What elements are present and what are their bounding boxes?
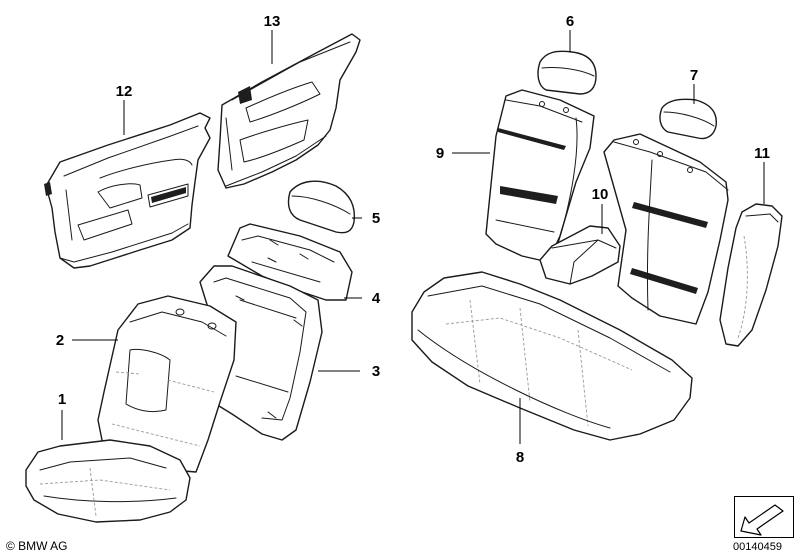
callout-5: 5 xyxy=(372,210,380,227)
rear-headrest-right xyxy=(659,98,717,140)
callout-1: 1 xyxy=(58,391,66,408)
callout-11: 11 xyxy=(754,145,770,162)
side-bolster xyxy=(719,203,783,347)
callout-9: 9 xyxy=(436,145,444,162)
rear-backrest-right xyxy=(603,133,729,325)
door-trim-rear xyxy=(217,33,361,189)
callout-labels: 1 2 3 4 5 6 7 8 9 10 11 12 13 xyxy=(56,13,770,466)
callout-2: 2 xyxy=(56,332,64,349)
drawing-number: 00140459 xyxy=(733,541,782,553)
copyright-notice: © BMW AG xyxy=(6,539,68,553)
rear-headrest-left xyxy=(537,50,597,95)
backrest-frame xyxy=(199,265,323,441)
rear-backrest-left xyxy=(485,89,595,263)
callout-7: 7 xyxy=(690,67,698,84)
direction-arrow-icon xyxy=(740,504,784,536)
rear-armrest xyxy=(539,225,621,285)
orientation-box xyxy=(734,496,794,538)
callout-12: 12 xyxy=(116,83,133,100)
leader-lines xyxy=(61,30,765,444)
rear-bench-cushion xyxy=(411,271,693,441)
door-trim-front xyxy=(44,112,211,269)
front-headrest xyxy=(287,180,356,234)
callout-8: 8 xyxy=(516,449,524,466)
callout-10: 10 xyxy=(592,186,609,203)
callout-4: 4 xyxy=(372,290,381,307)
callout-13: 13 xyxy=(264,13,281,30)
callout-3: 3 xyxy=(372,363,380,380)
front-seat-cushion xyxy=(25,439,191,523)
callout-6: 6 xyxy=(566,13,574,30)
